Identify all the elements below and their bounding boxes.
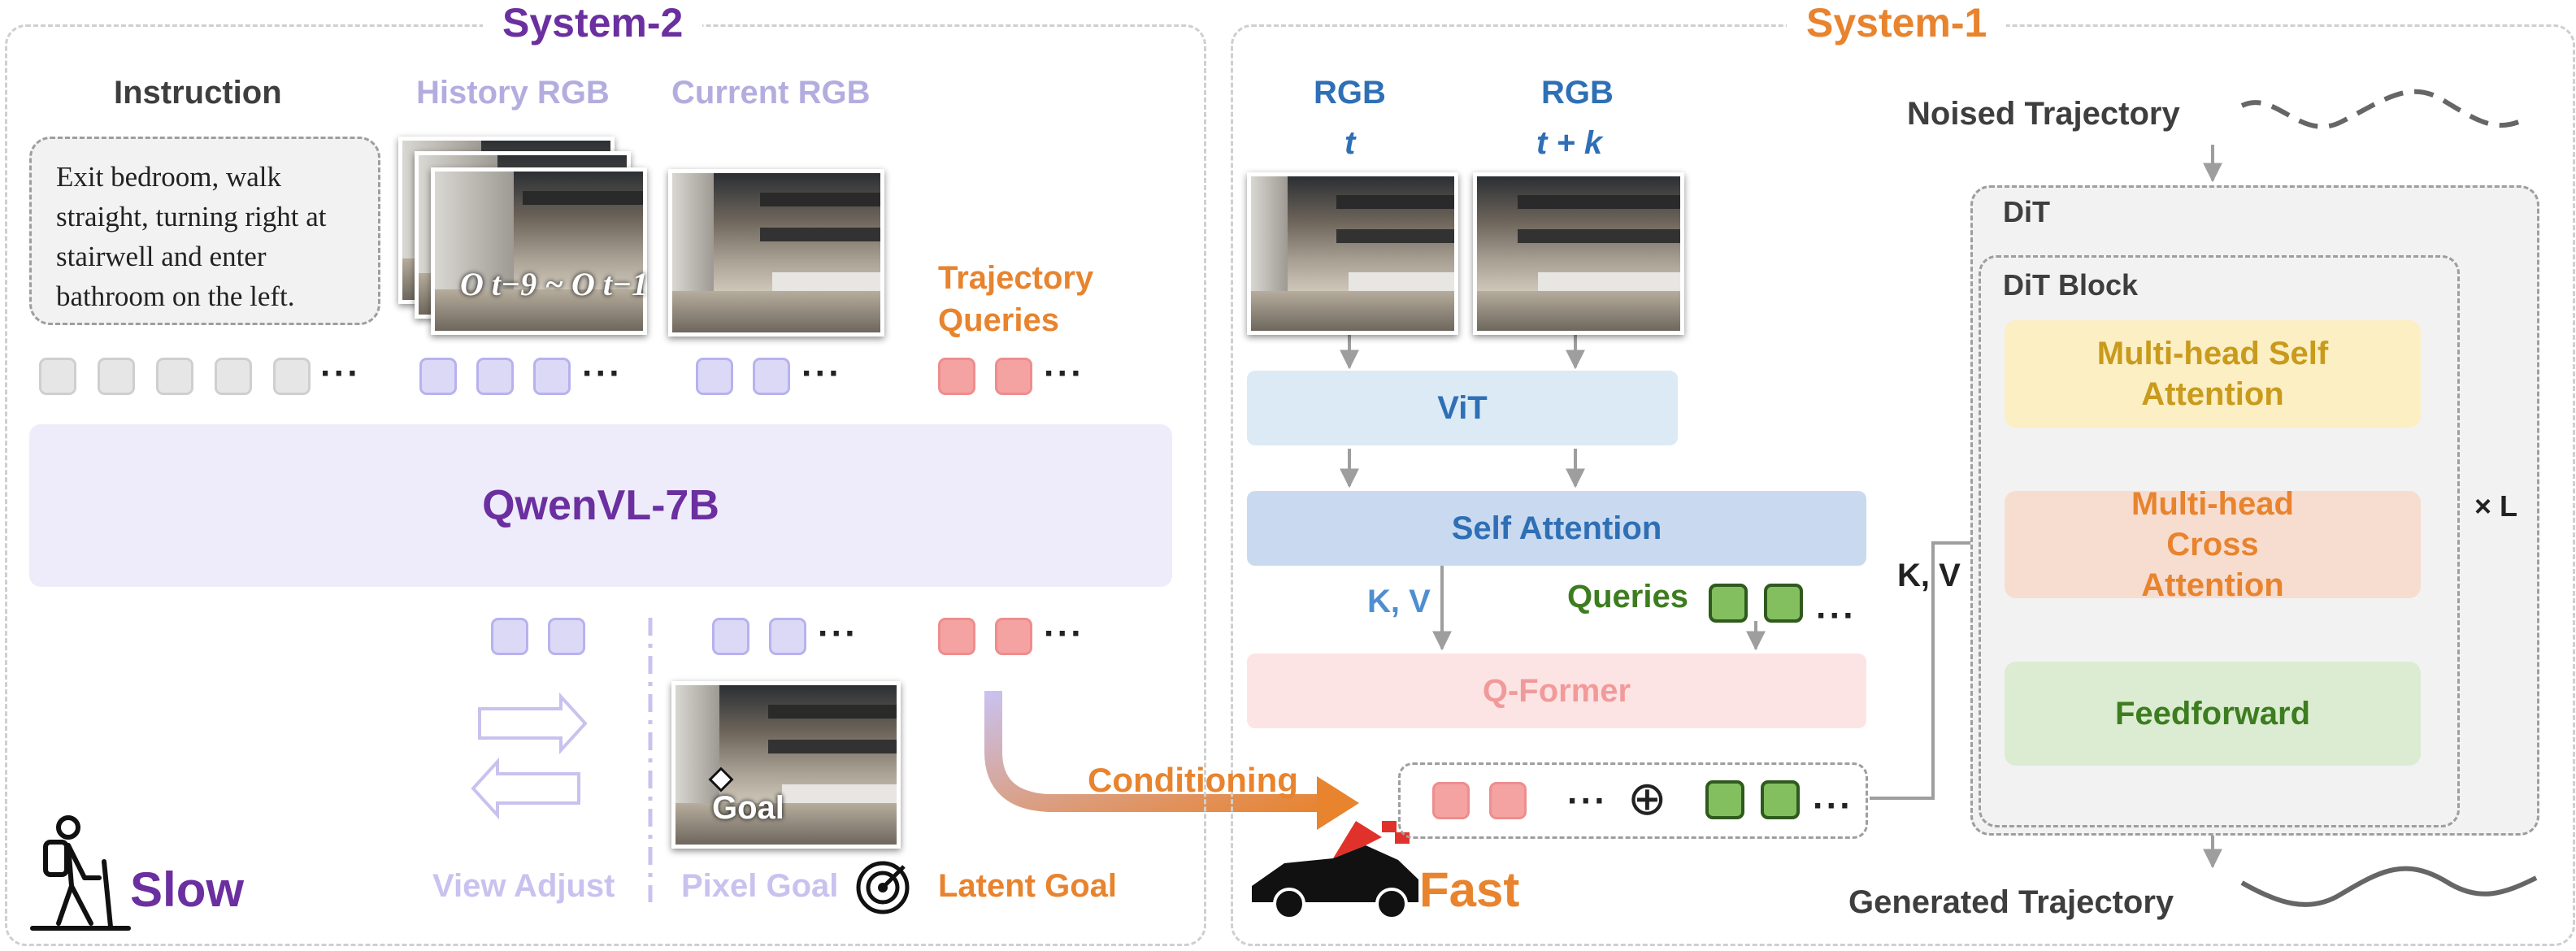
query-token xyxy=(1764,584,1803,623)
race-car-icon xyxy=(1252,821,1418,920)
pixel-goal-token xyxy=(712,618,749,655)
view-adjust-label: View Adjust xyxy=(432,868,615,904)
history-token xyxy=(419,358,457,395)
concat-token-row xyxy=(1398,762,1868,839)
ellipsis: ··· xyxy=(1816,596,1857,636)
current-token xyxy=(753,358,790,395)
rgb-t-label: RGB xyxy=(1314,75,1386,111)
hiker-icon xyxy=(30,815,131,931)
view-adjust-token xyxy=(491,618,528,655)
noised-trajectory-label: Noised Trajectory xyxy=(1907,96,2180,132)
ellipsis: ··· xyxy=(1567,781,1608,821)
goal-label: Goal xyxy=(712,790,784,826)
conditioning-label: Conditioning xyxy=(1088,761,1298,799)
self-attention-block: Self Attention xyxy=(1247,491,1866,566)
rgb-tk-frame xyxy=(1473,172,1684,335)
latent-goal-token xyxy=(1432,782,1470,819)
slow-label: Slow xyxy=(130,862,245,917)
trajectory-query-token xyxy=(995,358,1032,395)
latent-goal-token xyxy=(995,618,1032,655)
current-token xyxy=(696,358,733,395)
view-adjust-token xyxy=(548,618,585,655)
instruction-token xyxy=(39,358,76,395)
history-token xyxy=(533,358,571,395)
trajectory-queries-label: Trajectory Queries xyxy=(938,260,1094,338)
ellipsis: ··· xyxy=(1813,786,1853,826)
ellipsis: ··· xyxy=(320,354,361,393)
ellipsis: ··· xyxy=(801,354,842,393)
rgb-tk-sub: t + k xyxy=(1536,125,1603,161)
query-token xyxy=(1761,780,1800,819)
query-token xyxy=(1705,780,1744,819)
rgb-t-sub: t xyxy=(1344,125,1356,161)
ellipsis: ··· xyxy=(818,614,858,654)
pixel-goal-label: Pixel Goal xyxy=(681,868,839,904)
ellipsis: ··· xyxy=(1044,354,1084,393)
qwenvl-block: QwenVL-7B xyxy=(29,424,1172,587)
kv-label-dit: K, V xyxy=(1897,558,1961,593)
dit-block-container xyxy=(1979,255,2460,827)
instruction-label: Instruction xyxy=(114,75,282,111)
pixel-goal-token xyxy=(769,618,806,655)
target-icon xyxy=(856,861,910,914)
multihead-self-attention-block: Multi-head Self Attention xyxy=(2005,320,2421,428)
current-rgb-label: Current RGB xyxy=(671,75,871,111)
ellipsis: ··· xyxy=(1044,614,1084,654)
ellipsis: ··· xyxy=(582,354,623,393)
current-rgb-frame xyxy=(668,169,884,337)
history-frame-front xyxy=(431,167,647,335)
fast-label: Fast xyxy=(1419,862,1520,917)
multihead-cross-attention-block: Multi-head Cross Attention xyxy=(2005,486,2421,603)
trajectory-query-token xyxy=(938,358,975,395)
feedforward-block: Feedforward xyxy=(2005,662,2421,766)
latent-goal-token xyxy=(938,618,975,655)
history-rgb-label: History RGB xyxy=(416,75,610,111)
concat-oplus-icon: ⊕ xyxy=(1627,772,1667,825)
generated-trajectory-label: Generated Trajectory xyxy=(1848,884,2174,920)
vit-block: ViT xyxy=(1247,371,1678,445)
qformer-block: Q-Former xyxy=(1247,654,1866,728)
rgb-tk-label: RGB xyxy=(1541,75,1614,111)
latent-goal-label: Latent Goal xyxy=(938,868,1118,904)
system1-title: System-1 xyxy=(1787,0,2007,46)
dit-block-label: DiT Block xyxy=(2003,268,2139,302)
instruction-token xyxy=(98,358,135,395)
query-token xyxy=(1709,584,1748,623)
pixel-goal-frame xyxy=(671,681,901,849)
instruction-token xyxy=(215,358,252,395)
instruction-text: Exit bedroom, walk straight, turning rig… xyxy=(56,161,327,312)
instruction-token xyxy=(156,358,193,395)
system2-title: System-2 xyxy=(483,0,703,46)
history-overlay-text: O t−9 ~ O t−1 xyxy=(460,266,649,302)
rgb-t-frame xyxy=(1247,172,1458,335)
kv-label-qformer: K, V xyxy=(1367,584,1431,619)
instruction-token xyxy=(273,358,311,395)
history-token xyxy=(476,358,514,395)
queries-label: Queries xyxy=(1567,579,1688,614)
repeat-count-label: × L xyxy=(2474,489,2518,523)
dit-label: DiT xyxy=(2003,195,2050,228)
instruction-box: Exit bedroom, walk straight, turning rig… xyxy=(29,137,380,325)
latent-goal-token xyxy=(1489,782,1527,819)
